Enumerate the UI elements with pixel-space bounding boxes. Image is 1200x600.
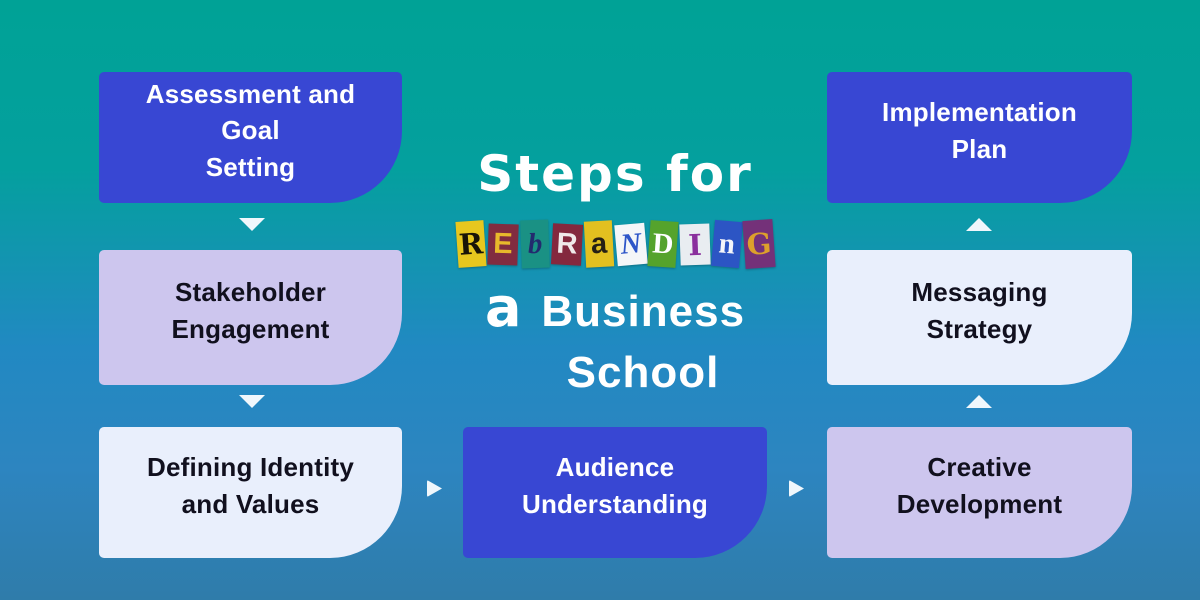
- title-line-a-business: a Business: [440, 281, 790, 338]
- ransom-letter-tile: b: [519, 219, 550, 269]
- step-label-line: Understanding: [521, 488, 709, 519]
- step-box-audience: Audience Understanding: [463, 427, 767, 558]
- step-box-implementation: Implementation Plan: [827, 72, 1132, 203]
- ransom-letter-tile: R: [454, 220, 487, 268]
- title-article-a: a: [484, 276, 522, 339]
- flow-arrow-down-icon: [239, 395, 265, 408]
- ransom-letter-tile: N: [613, 222, 648, 266]
- step-label-line: Development: [896, 488, 1063, 519]
- ransom-letter-tile: n: [710, 219, 743, 269]
- title-line-steps-for: Steps for: [477, 145, 753, 203]
- step-label-line: Plan: [951, 133, 1008, 164]
- flow-arrow-right-icon: [427, 480, 442, 497]
- step-label-line: Engagement: [171, 313, 330, 344]
- step-box-defining: Defining Identity and Values: [99, 427, 402, 558]
- step-label-line: Creative: [927, 452, 1032, 483]
- step-box-creative: Creative Development: [827, 427, 1132, 558]
- step-box-stakeholder: Stakeholder Engagement: [99, 250, 402, 385]
- flow-arrow-down-icon: [239, 218, 265, 231]
- ransom-letter-tile: a: [583, 220, 614, 268]
- ransom-letter-tile: I: [678, 222, 711, 266]
- step-label-line: Audience: [555, 452, 675, 483]
- flow-arrow-right-icon: [789, 480, 804, 497]
- step-label-line: Defining Identity: [146, 452, 355, 483]
- flow-arrow-up-icon: [966, 395, 992, 408]
- step-box-messaging: Messaging Strategy: [827, 250, 1132, 385]
- title-word-business: Business: [541, 287, 746, 336]
- ransom-letter-tile: R: [550, 222, 583, 266]
- title-word-school: School: [566, 347, 720, 397]
- step-label-line: and Values: [181, 488, 320, 519]
- title-line-school: School: [440, 348, 790, 399]
- step-label-line: Assessment and Goal: [145, 78, 356, 146]
- step-label-line: Setting: [205, 151, 296, 182]
- ransom-letter-tile: D: [646, 220, 679, 268]
- step-label-line: Messaging: [911, 277, 1048, 308]
- step-box-assessment: Assessment and Goal Setting: [99, 72, 402, 203]
- step-label-line: Strategy: [926, 313, 1033, 344]
- ransom-letter-tile: G: [741, 219, 776, 269]
- flow-arrow-up-icon: [966, 218, 992, 231]
- step-label-line: Implementation: [882, 97, 1077, 128]
- step-label-line: Stakeholder: [174, 277, 327, 308]
- ransom-letter-tile: E: [486, 222, 519, 266]
